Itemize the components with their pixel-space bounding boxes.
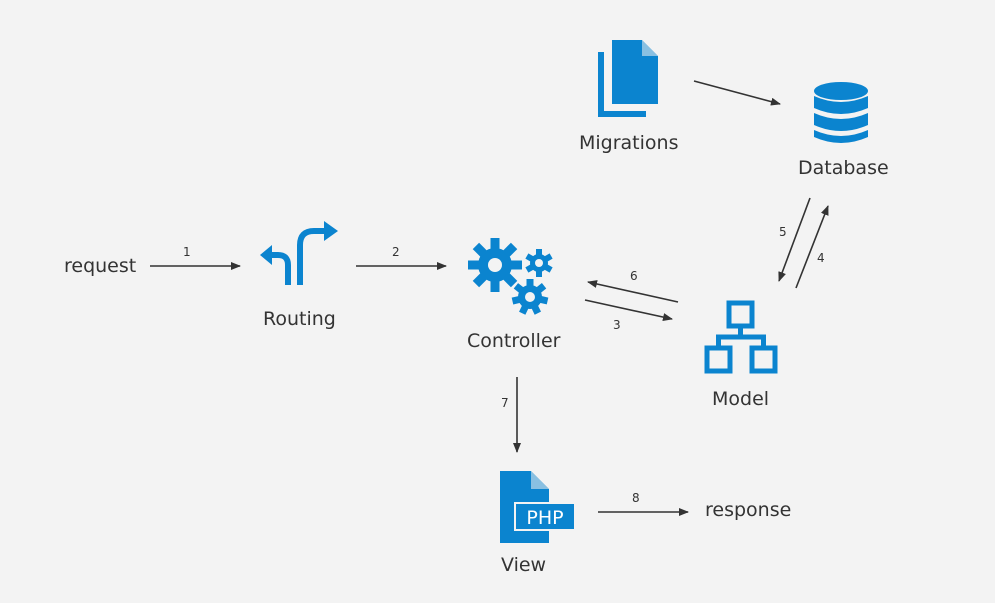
migrations-label: Migrations (579, 132, 679, 154)
split-arrows-icon (260, 221, 338, 285)
routing-label: Routing (263, 308, 336, 330)
php-badge-text: PHP (526, 507, 563, 529)
request-label: request (64, 255, 137, 277)
step-8-label: 8 (632, 491, 640, 505)
arrow-4 (795, 205, 829, 289)
arrow-3 (584, 299, 673, 321)
controller-label: Controller (467, 330, 561, 352)
database-label: Database (798, 157, 889, 179)
step-1-label: 1 (183, 245, 191, 259)
model-label: Model (712, 388, 770, 410)
step-3-label: 3 (613, 318, 621, 332)
hierarchy-icon (704, 300, 778, 374)
step-5-label: 5 (779, 225, 787, 239)
gears-icon (468, 238, 553, 315)
step-4-label: 4 (817, 251, 825, 265)
database-icon (814, 82, 868, 143)
step-2-label: 2 (392, 245, 400, 259)
arrow-5 (778, 197, 811, 282)
arrow-migrations-database (693, 80, 781, 106)
step-6-label: 6 (630, 269, 638, 283)
step-7-label: 7 (501, 396, 509, 410)
arrow-6 (587, 280, 679, 303)
view-label: View (501, 554, 547, 576)
files-icon (598, 40, 658, 117)
php-file-icon: PHP (500, 471, 576, 543)
response-label: response (705, 499, 792, 521)
